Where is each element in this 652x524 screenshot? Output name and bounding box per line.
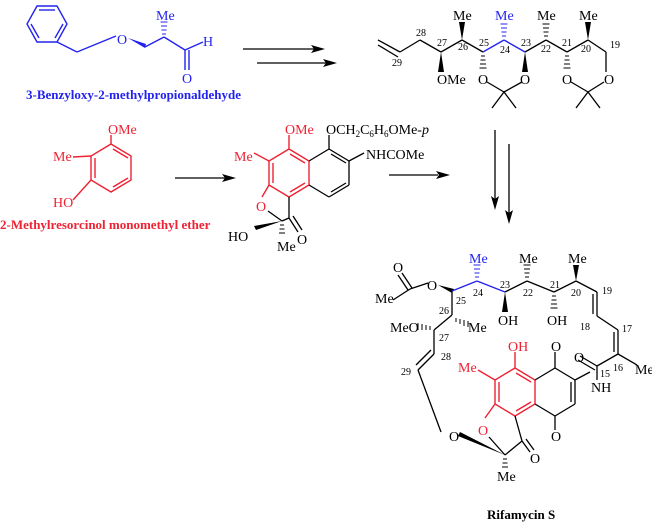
c26-number: 26	[458, 42, 468, 53]
arrow-4-head	[436, 171, 450, 179]
polyketide-fragment-structure: OMe Me Me Me Me O O O O 29 28 27 26 25 2…	[377, 9, 620, 109]
resorcinol-compound-name: 2-Methylresorcinol monomethyl ether	[0, 217, 211, 232]
rif-ketal-o-label: O	[449, 430, 459, 445]
rifamycin-compound-name: Rifamycin S	[487, 507, 555, 522]
naph-me-label: Me	[234, 150, 253, 165]
rif-c20-number: 20	[571, 288, 581, 299]
rif-oh-21-label: OH	[547, 314, 567, 329]
naph-ome-label: OMe	[285, 123, 314, 138]
me-20-label: Me	[579, 9, 598, 24]
rif-me-aryl-label: Me	[458, 361, 477, 376]
me-26-label: Me	[453, 9, 472, 24]
rif-ester-o-label: O	[427, 279, 437, 294]
rif-furan-o-label: O	[478, 424, 488, 439]
naph-nhcome-label: NHCOMe	[366, 148, 424, 163]
resorcinol-ome-label: OMe	[108, 123, 137, 138]
me-22-label: Me	[537, 9, 556, 24]
c24-number: 24	[500, 45, 510, 56]
rif-c23-number: 23	[500, 280, 510, 291]
rif-meo-27-label: MeO	[390, 321, 419, 336]
rif-c15-number: 15	[600, 369, 610, 380]
rif-ketone-o-label: O	[530, 452, 540, 467]
rif-c25-number: 25	[456, 296, 466, 307]
arrow-3-head	[222, 174, 236, 182]
naph-ho-label: HO	[228, 230, 248, 245]
rif-me-22-label: Me	[519, 252, 538, 267]
resorcinol-ring	[90, 143, 132, 193]
rif-nh-label: NH	[591, 381, 611, 396]
rif-c18-number: 18	[580, 322, 590, 333]
rif-me-16-label: Me	[635, 363, 652, 378]
rif-c16-number: 16	[613, 363, 623, 374]
me-24-label: Me	[495, 9, 514, 24]
naph-aryl-ether-label: OCH2C6H6OMe-p	[326, 123, 429, 139]
o-25-label: O	[478, 73, 488, 88]
rif-me-bottom-label: Me	[497, 470, 516, 485]
c20-number: 20	[581, 44, 591, 55]
naph-ring-o-label: O	[256, 200, 266, 215]
benzyloxy-aldehyde-structure: O Me H O	[26, 5, 213, 87]
rif-me-26-label: Me	[468, 321, 487, 336]
c23-number: 23	[521, 38, 531, 49]
carbonyl-oxygen-label: O	[182, 72, 192, 87]
rif-amide-o-label: O	[574, 351, 584, 366]
rif-c22-number: 22	[523, 288, 533, 299]
c21-number: 21	[562, 38, 572, 49]
rif-c27-number: 27	[439, 333, 449, 344]
rif-quinone-o-top-label: O	[551, 340, 561, 355]
benzene-ring	[26, 5, 68, 43]
rif-c19-number: 19	[602, 286, 612, 297]
methyl-label: Me	[156, 9, 175, 24]
c27-number: 27	[437, 38, 447, 49]
naph-carbonyl-o-label: O	[297, 233, 307, 248]
rif-oh-aryl-label: OH	[508, 340, 528, 355]
c28-number: 28	[416, 28, 426, 39]
rif-oh-23-label: OH	[498, 314, 518, 329]
rif-me-20-label: Me	[568, 252, 587, 267]
o-23-label: O	[520, 73, 530, 88]
c19-number: 19	[610, 40, 620, 51]
o-19-label: O	[604, 73, 614, 88]
rif-c28-number: 28	[441, 352, 451, 363]
rif-acetyl-me-label: Me	[375, 292, 394, 307]
naph-me-bottom-label: Me	[277, 240, 296, 255]
rif-c29-number: 29	[401, 367, 411, 378]
naphthofuranone-structure: OMe Me O HO Me O OCH2C6H6OMe-p NHCOMe	[228, 123, 429, 255]
rif-me-24-label: Me	[469, 252, 488, 267]
resorcinol-ho-label: HO	[53, 196, 73, 211]
c25-number: 25	[479, 38, 489, 49]
rif-c21-number: 21	[550, 280, 560, 291]
benzyloxy-compound-name: 3-Benzyloxy-2-methylpropionaldehyde	[26, 87, 241, 102]
multi-step-arrow-2	[491, 130, 513, 224]
o-21-label: O	[562, 73, 572, 88]
multi-step-arrow-1	[243, 45, 337, 67]
rif-c17-number: 17	[622, 324, 632, 335]
resorcinol-me-label: Me	[53, 150, 72, 165]
rif-acetyl-o-label: O	[393, 261, 403, 276]
rif-quinone-o-bottom-label: O	[551, 430, 561, 445]
c29-number: 29	[392, 58, 402, 69]
resorcinol-structure: OMe Me HO	[53, 123, 137, 211]
rifamycin-s-structure: O Me O Me Me Me OH OH Me MeO O Me NH OH …	[375, 252, 652, 485]
c22-number: 22	[541, 44, 551, 55]
ether-oxygen-label: O	[117, 33, 127, 48]
rif-c26-number: 26	[439, 306, 449, 317]
ome-27-label: OMe	[437, 73, 466, 88]
aldehyde-h-label: H	[203, 35, 213, 50]
rif-c24-number: 24	[473, 288, 483, 299]
